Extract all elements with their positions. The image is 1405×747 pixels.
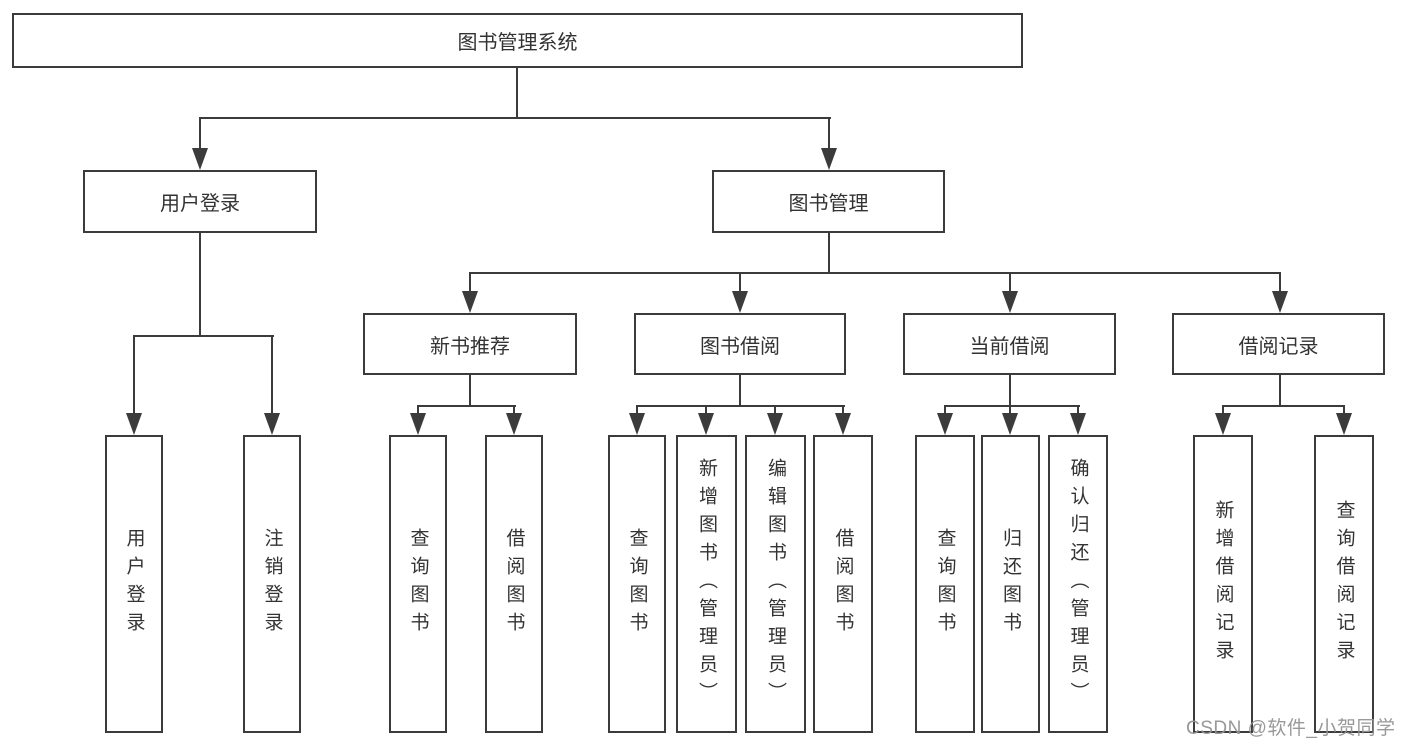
node-label: 图书借阅 [700,335,780,358]
leaf-confirm-return-admin: 确认归还（管理员） [1048,435,1108,733]
leaf-search-current-book: 查询图书 [915,435,975,733]
connector-user-login-stem [199,233,201,337]
node-label: 新书推荐 [430,335,510,358]
arrow-down-icon [264,413,280,435]
connector-root-drop-left [199,117,201,151]
connector-new-book-rail [417,405,516,407]
connector-current-borrow-drop-3 [1077,405,1079,417]
connector-current-borrow-drop-2 [1009,405,1011,417]
connector-new-book-drop-1 [417,405,419,417]
node-user-login: 用户登录 [83,170,317,233]
leaf-search-book: 查询图书 [608,435,666,733]
arrow-down-icon [506,413,522,435]
connector-book-borrow-drop-4 [842,405,844,417]
arrow-down-icon [192,148,208,170]
arrow-down-icon [1070,413,1086,435]
leaf-label: 归还图书 [1000,528,1021,640]
leaf-search-book-recommend: 查询图书 [389,435,447,733]
connector-borrow-records-rail [1222,405,1345,407]
node-book-borrow: 图书借阅 [634,313,846,375]
leaf-label: 借阅图书 [503,528,525,640]
arrow-down-icon [767,413,783,435]
leaf-return-book: 归还图书 [981,435,1040,733]
arrow-down-icon [1272,291,1288,313]
connector-root-drop-right [828,117,830,151]
leaf-logout: 注销登录 [243,435,301,733]
connector-new-book-stem [469,375,471,407]
connector-book-borrow-rail [636,405,845,407]
node-label: 图书管理系统 [457,32,578,54]
leaf-label: 查询图书 [407,528,429,640]
node-new-book-recommend: 新书推荐 [363,313,577,375]
node-library-system: 图书管理系统 [12,13,1023,68]
connector-user-login-drop-1 [133,335,135,415]
connector-current-borrow-stem [1009,375,1011,407]
connector-borrow-records-drop-2 [1343,405,1345,417]
arrow-down-icon [1002,291,1018,313]
arrow-down-icon [821,148,837,170]
connector-current-borrow-rail [944,405,1080,407]
leaf-search-borrow-record: 查询借阅记录 [1314,435,1374,733]
arrow-down-icon [1002,413,1018,435]
node-borrow-records: 借阅记录 [1172,313,1385,375]
connector-root-stem [516,68,518,118]
leaf-user-login: 用户登录 [105,435,163,733]
connector-current-borrow-drop-1 [944,405,946,417]
node-label: 借阅记录 [1238,335,1319,358]
arrow-down-icon [698,413,714,435]
arrow-down-icon [126,413,142,435]
node-label: 用户登录 [160,193,240,215]
arrow-down-icon [732,291,748,313]
leaf-borrow-book-recommend: 借阅图书 [485,435,543,733]
arrow-down-icon [1336,413,1352,435]
connector-book-mgmt-rail [469,272,1281,274]
node-current-borrow: 当前借阅 [903,313,1116,375]
arrow-down-icon [462,291,478,313]
csdn-watermark: CSDN @软件_小贺同学 [1186,718,1396,739]
arrow-down-icon [629,413,645,435]
connector-book-borrow-drop-1 [636,405,638,417]
connector-book-borrow-drop-2 [705,405,707,417]
arrow-down-icon [937,413,953,435]
connector-book-borrow-drop-3 [774,405,776,417]
leaf-edit-book-admin: 编辑图书（管理员） [745,435,806,733]
leaf-label: 确认归还（管理员） [1067,458,1089,710]
connector-book-mgmt-stem [828,233,830,274]
connector-user-login-drop-2 [271,335,273,415]
connector-book-borrow-stem [739,375,741,407]
connector-root-rail [199,117,831,119]
connector-borrow-records-drop-1 [1222,405,1224,417]
node-book-management: 图书管理 [712,170,945,233]
leaf-label: 编辑图书（管理员） [765,458,786,710]
connector-book-mgmt-drop-4 [1279,272,1281,293]
leaf-borrow-book: 借阅图书 [813,435,873,733]
connector-book-mgmt-drop-1 [469,272,471,293]
arrow-down-icon [410,413,426,435]
leaf-label: 查询借阅记录 [1333,500,1355,668]
connector-new-book-drop-2 [513,405,515,417]
arrow-down-icon [1215,413,1231,435]
leaf-label: 新增借阅记录 [1212,500,1234,668]
connector-borrow-records-stem [1279,375,1281,407]
leaf-label: 借阅图书 [832,528,854,640]
connector-book-mgmt-drop-3 [1009,272,1011,293]
node-label: 图书管理 [788,193,869,215]
leaf-label: 注销登录 [261,528,283,640]
arrow-down-icon [835,413,851,435]
connector-user-login-rail [133,335,274,337]
connector-book-mgmt-drop-2 [739,272,741,293]
leaf-add-book-admin: 新增图书（管理员） [676,435,737,733]
leaf-add-borrow-record: 新增借阅记录 [1193,435,1253,733]
leaf-label: 查询图书 [934,528,956,640]
leaf-label: 用户登录 [123,528,145,640]
leaf-label: 查询图书 [626,528,648,640]
leaf-label: 新增图书（管理员） [696,458,717,710]
node-label: 当前借阅 [969,335,1050,358]
